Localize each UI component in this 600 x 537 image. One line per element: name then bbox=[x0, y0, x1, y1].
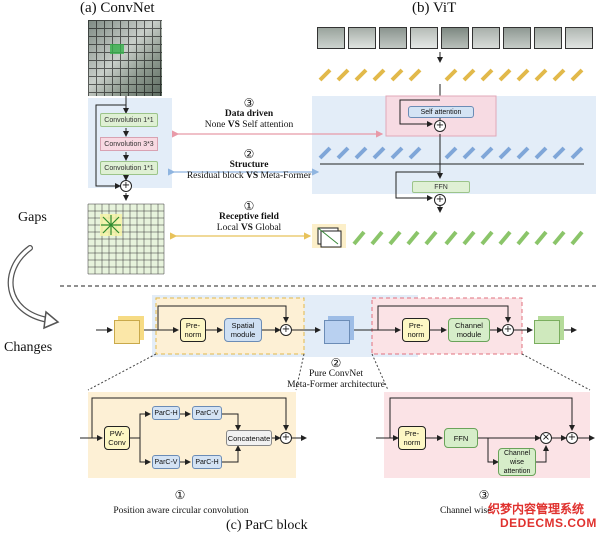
vit-ffn-block: FFN bbox=[412, 181, 470, 193]
spatial-add-icon: + bbox=[280, 324, 292, 336]
channel-residual-add-icon: + bbox=[566, 432, 578, 444]
vit-tokens-blue bbox=[318, 146, 584, 160]
pre-norm-spatial: Pre-norm bbox=[180, 318, 206, 342]
channel-module: Channel module bbox=[448, 318, 490, 342]
vit-tokens-green bbox=[352, 230, 584, 246]
parc-caption: Position aware circular convolution bbox=[113, 506, 249, 516]
comparison-receptive-field: ① Receptive field Local VS Global bbox=[194, 199, 304, 234]
concatenate-block: Concatenate bbox=[226, 430, 272, 446]
multiply-icon: × bbox=[540, 432, 552, 444]
vs-label: VS bbox=[245, 171, 259, 181]
parc-h-bottom: ParC-H bbox=[192, 455, 222, 469]
comparison-left: None bbox=[204, 120, 226, 130]
channel-wise-attention-block: Channel wise attention bbox=[498, 448, 536, 476]
comparison-title-receptive: Receptive field bbox=[219, 212, 279, 222]
parc-v-top: ParC-V bbox=[192, 406, 222, 420]
vs-label: VS bbox=[240, 223, 253, 233]
changes-label: Changes bbox=[4, 340, 53, 355]
conv3x3: Convolution 3*3 bbox=[100, 137, 158, 151]
comparison-title-structure: Structure bbox=[229, 160, 269, 170]
input-cube bbox=[114, 320, 140, 344]
ffn-bottom: FFN bbox=[444, 428, 478, 448]
parc-v-bottom: ParC-V bbox=[152, 455, 180, 469]
center-num: ② bbox=[330, 356, 342, 370]
conv1x1-bottom: Convolution 1*1 bbox=[100, 161, 158, 175]
vit-ffn-add-icon: + bbox=[434, 194, 446, 206]
middle-cube bbox=[324, 320, 350, 344]
comparison-right: Meta-Former bbox=[260, 171, 312, 181]
comparison-right: Self attention bbox=[242, 120, 294, 130]
spatial-module: Spatial module bbox=[224, 318, 262, 342]
watermark-url: DEDECMS.COM bbox=[500, 516, 597, 530]
channel-num: ③ bbox=[478, 488, 490, 502]
watermark-cn: 织梦内容管理系统 bbox=[488, 502, 585, 516]
center-line2: Meta-Former architecture bbox=[287, 380, 385, 390]
comparison-left: Local bbox=[216, 223, 239, 233]
figure-caption: (c) ParC block bbox=[226, 518, 308, 533]
comparison-right: Global bbox=[255, 223, 282, 233]
convnet-title: (a) ConvNet bbox=[80, 0, 155, 16]
comparison-left: Residual block bbox=[186, 171, 244, 181]
vs-label: VS bbox=[227, 120, 240, 130]
center-line1: Pure ConvNet bbox=[308, 369, 364, 379]
gaps-label: Gaps bbox=[18, 210, 47, 225]
conv1x1-top: Convolution 1*1 bbox=[100, 113, 158, 127]
comparison-data-driven: ③ Data driven None VS Self attention bbox=[196, 96, 302, 131]
parc-add-icon: + bbox=[280, 432, 292, 444]
receptive-grid bbox=[87, 203, 165, 275]
vit-attention-add-icon: + bbox=[434, 120, 446, 132]
channel-caption: Channel wise bbox=[440, 506, 492, 516]
pre-norm-channel: Pre-norm bbox=[402, 318, 430, 342]
comparison-title-data-driven: Data driven bbox=[224, 109, 274, 119]
vit-patch-row bbox=[317, 27, 593, 49]
highlight-patch bbox=[110, 44, 124, 54]
comparison-structure: ② Structure Residual block VS Meta-Forme… bbox=[176, 147, 322, 182]
output-cube bbox=[534, 320, 560, 344]
self-attention-block: Self attention bbox=[408, 106, 474, 118]
comparison-num-1: ① bbox=[243, 199, 255, 213]
pw-conv-block: PW-Conv bbox=[104, 426, 130, 450]
center-label: ② Pure ConvNet Meta-Former architecture bbox=[276, 356, 396, 391]
channel-add-icon: + bbox=[502, 324, 514, 336]
comparison-num-2: ② bbox=[243, 147, 255, 161]
parc-num: ① bbox=[174, 488, 186, 502]
vit-title: (b) ViT bbox=[412, 0, 457, 16]
pre-norm-bottom: Pre-norm bbox=[398, 426, 426, 450]
vit-tokens-yellow bbox=[318, 68, 584, 82]
comparison-num-3: ③ bbox=[243, 96, 255, 110]
convnet-add-icon: + bbox=[120, 180, 132, 192]
gaps-to-changes-arrow bbox=[7, 245, 51, 323]
convnet-input-image bbox=[88, 20, 162, 96]
parc-h-top: ParC-H bbox=[152, 406, 180, 420]
